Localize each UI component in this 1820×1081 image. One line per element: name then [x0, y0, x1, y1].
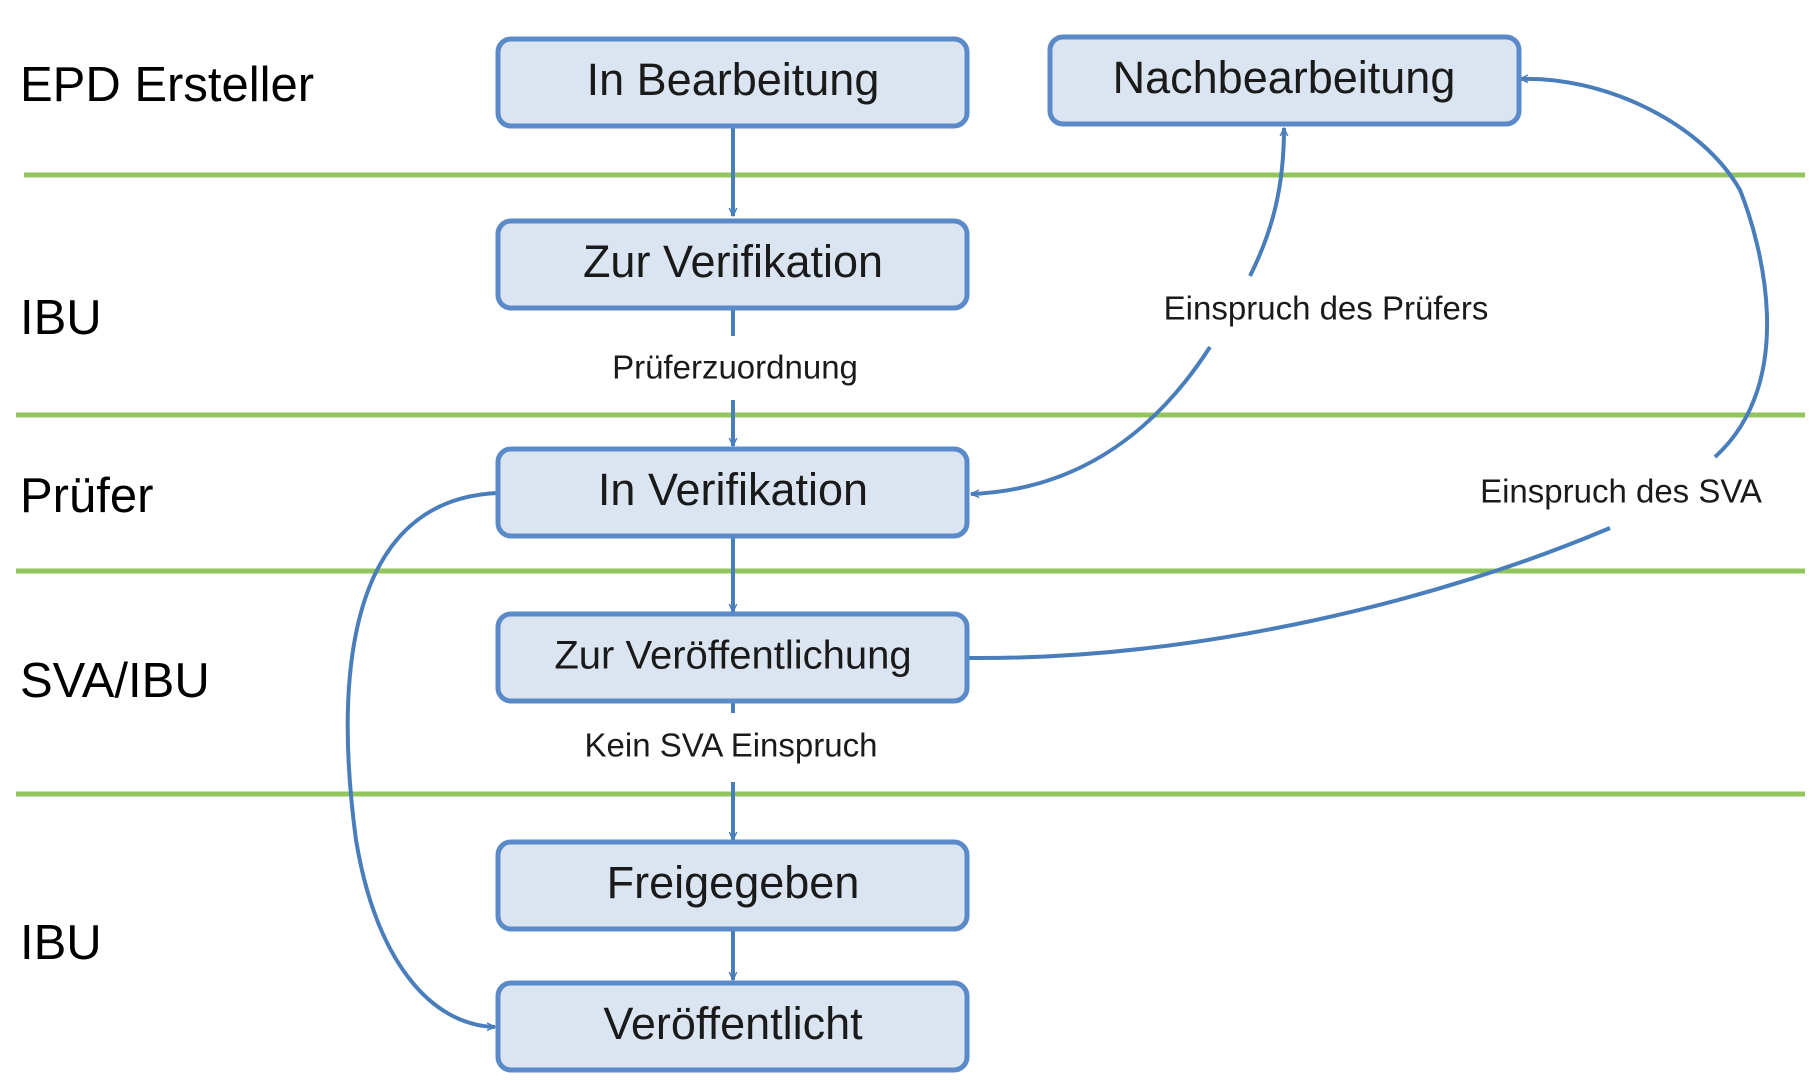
state-label: In Bearbeitung [587, 54, 880, 105]
lane-label-epd-ersteller: EPD Ersteller [20, 58, 314, 112]
state-label: In Verifikation [598, 464, 868, 515]
transition-labels: Prüferzuordnung Kein SVA Einspruch Einsp… [585, 290, 1762, 764]
state-box [495, 446, 970, 539]
arrow-in-verifikation-to-veroeffentlicht [345, 491, 499, 1027]
state-zur-veroeffentlichung: Zur Veröffentlichung [495, 611, 970, 704]
state-box [495, 218, 970, 311]
arrow-einspruch-des-pruefers-up [1248, 128, 1284, 277]
state-zur-verifikation: Zur Verifikation [495, 218, 970, 311]
state-box [495, 611, 970, 704]
state-box [495, 36, 970, 129]
lane-label-sva-ibu: SVA/IBU [20, 654, 210, 708]
state-label: Veröffentlicht [603, 998, 863, 1049]
transition-label-einspruch-des-sva: Einspruch des SVA [1480, 473, 1762, 510]
state-box [495, 980, 970, 1073]
state-in-verifikation: In Verifikation [495, 446, 970, 539]
state-freigegeben: Freigegeben [495, 839, 970, 932]
state-nachbearbeitung: Nachbearbeitung [1047, 34, 1522, 127]
state-label: Zur Verifikation [583, 236, 883, 287]
state-label: Nachbearbeitung [1113, 52, 1456, 103]
connectors [345, 79, 1769, 1027]
lane-label-ibu: IBU [20, 291, 102, 345]
state-veroeffentlicht: Veröffentlicht [495, 980, 970, 1073]
transition-label-einspruch-des-pruefers: Einspruch des Prüfers [1164, 290, 1489, 327]
transition-label-prueferzuordnung: Prüferzuordnung [612, 349, 858, 386]
state-label: Zur Veröffentlichung [554, 634, 911, 678]
lane-separators [16, 172, 1805, 797]
state-label: Freigegeben [607, 857, 860, 908]
lane-labels: EPD Ersteller IBU Prüfer SVA/IBU IBU [20, 58, 314, 970]
transition-label-kein-sva-einspruch: Kein SVA Einspruch [585, 727, 878, 764]
arrow-einspruch-des-sva-to-nachbearbeitung [1520, 79, 1769, 459]
arrow-einspruch-des-pruefers-down [971, 345, 1212, 494]
state-boxes: In Bearbeitung Nachbearbeitung Zur Verif… [495, 34, 1522, 1073]
state-in-bearbeitung: In Bearbeitung [495, 36, 970, 129]
state-box [1047, 34, 1522, 127]
line-zur-veroeffentlichung-to-einspruch-sva [967, 526, 1611, 661]
lane-label-ibu-final: IBU [20, 916, 102, 970]
lane-label-pruefer: Prüfer [20, 469, 153, 523]
state-box [495, 839, 970, 932]
